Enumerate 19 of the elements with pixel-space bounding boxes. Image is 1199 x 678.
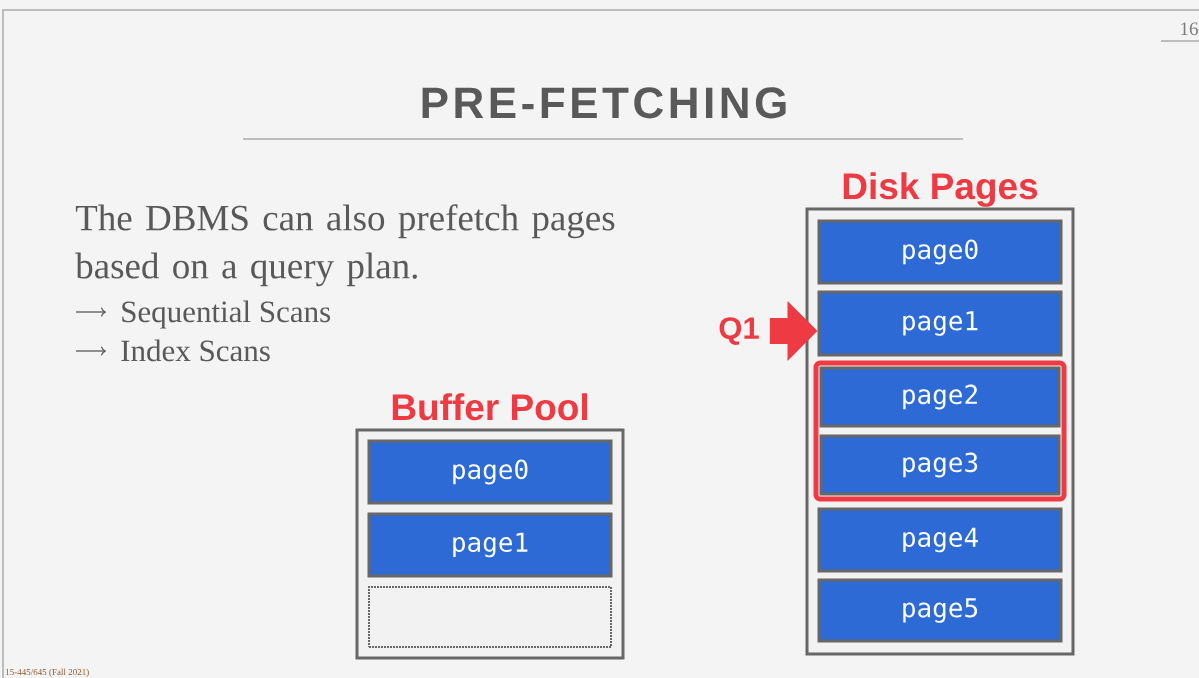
page-box: page0	[817, 219, 1063, 285]
page-box: page4	[817, 507, 1063, 573]
list-item: Index Scans	[121, 339, 270, 362]
page-box: page5	[817, 578, 1063, 643]
title: PRE-FETCHING	[422, 87, 786, 119]
page-box: page2	[819, 366, 1061, 428]
list-item: Sequential Scans	[122, 300, 331, 329]
page-box: page3	[819, 434, 1061, 496]
heading: Disk Pages	[843, 172, 1038, 207]
footer-text: 15-445/645 (Fall 2021)	[6, 668, 89, 677]
highlight-box	[813, 360, 1067, 502]
page-number: 16	[1181, 22, 1198, 36]
query-label: Q1	[719, 317, 759, 345]
page-box: page0	[367, 439, 613, 505]
paragraph: The DBMS can also prefetch pages based on a query plan.	[75, 204, 615, 287]
empty-slot	[368, 586, 612, 648]
heading: Buffer Pool	[392, 393, 588, 421]
page-box: page1	[367, 512, 613, 578]
page-box: page1	[817, 290, 1063, 357]
